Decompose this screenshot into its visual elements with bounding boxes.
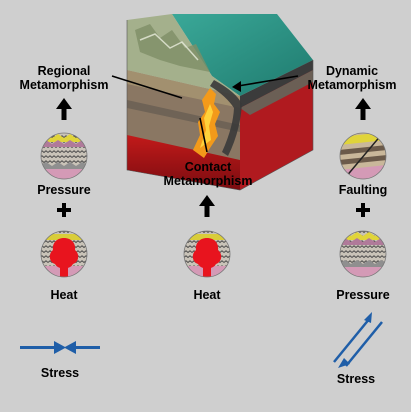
plus-icon (57, 203, 71, 217)
regional-callout-line (111, 75, 183, 99)
ocean-surface (172, 14, 313, 96)
contact-label-line-1: Contact (184, 160, 232, 174)
faulting-label: Faulting (338, 183, 388, 197)
pressure-right-label: Pressure (336, 288, 390, 302)
regional-label-line-2: Metamorphism (19, 78, 109, 92)
dynamic-metamorphism-label: Dynamic Metamorphism (296, 64, 408, 92)
contact-callout-line (199, 117, 208, 153)
contact-metamorphism-label: Contact Metamorphism (160, 160, 256, 188)
heat-blob (192, 238, 222, 269)
heat-rock-icon (184, 231, 230, 277)
heat-center-label: Heat (193, 288, 221, 302)
dynamic-label-line-2: Metamorphism (307, 78, 397, 92)
faulted-rock-icon (340, 133, 386, 179)
stress-right-label: Stress (336, 372, 376, 386)
shear-stress-icon (333, 312, 383, 368)
compression-stress-icon (20, 341, 100, 354)
up-arrow-icon (56, 98, 72, 120)
pressure-rock-icon (340, 231, 386, 277)
mantle-layer (127, 135, 240, 190)
heat-left-label: Heat (50, 288, 78, 302)
up-arrow-icon (355, 98, 371, 120)
block-diagram (126, 14, 314, 191)
dynamic-label-line-1: Dynamic (325, 64, 379, 78)
pressure-rock-icon (41, 133, 87, 179)
pressure-left-label: Pressure (37, 183, 91, 197)
plus-icon (356, 203, 370, 217)
heat-blob (49, 238, 79, 269)
stress-left-label: Stress (40, 366, 80, 380)
heat-rock-icon (41, 231, 87, 277)
subducting-slab (210, 80, 242, 156)
dynamic-callout-line (237, 75, 299, 87)
regional-label-line-1: Regional (37, 64, 91, 78)
contact-label-line-2: Metamorphism (163, 174, 253, 188)
regional-metamorphism-label: Regional Metamorphism (18, 64, 110, 92)
up-arrow-icon (199, 195, 215, 217)
